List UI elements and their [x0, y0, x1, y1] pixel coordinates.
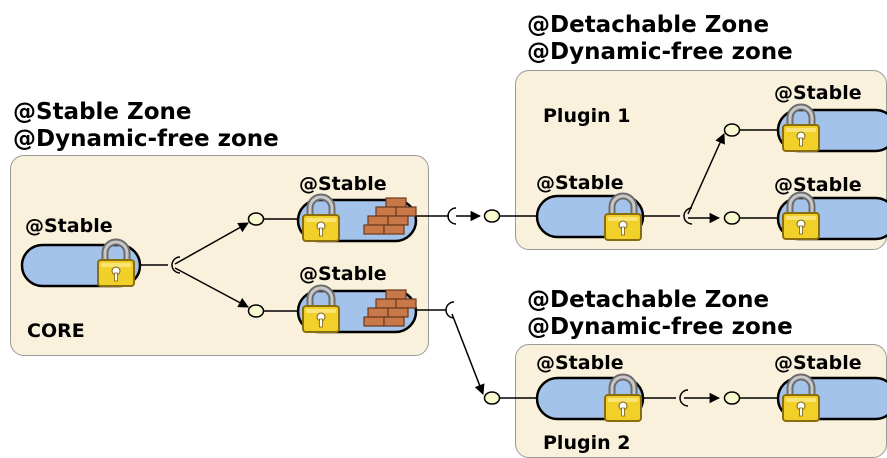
core-zone-heading-line2: @Dynamic-free zone [13, 126, 279, 152]
plugin2-zone-name: Plugin 2 [543, 432, 631, 454]
plugin1-zone-heading-line1: @Detachable Zone [527, 12, 770, 38]
stable-label-plugin2-main: @Stable [536, 352, 624, 374]
stable-label-core-upper: @Stable [299, 173, 387, 195]
plugin2-zone-heading-line2: @Dynamic-free zone [527, 314, 793, 340]
plugin2-zone-heading-line1: @Detachable Zone [527, 287, 770, 313]
stable-label-plugin2-right: @Stable [774, 352, 862, 374]
stable-label-core-main: @Stable [25, 215, 113, 237]
core-zone-name: CORE [27, 320, 85, 342]
stable-label-plugin1-upper: @Stable [774, 82, 862, 104]
stable-label-plugin1-lower: @Stable [774, 174, 862, 196]
core-zone-heading-line1: @Stable Zone [13, 99, 192, 125]
stable-label-core-lower: @Stable [299, 263, 387, 285]
plugin1-zone-heading-line2: @Dynamic-free zone [527, 39, 793, 65]
stable-label-plugin1-main: @Stable [536, 172, 624, 194]
plugin1-zone-name: Plugin 1 [543, 105, 631, 127]
